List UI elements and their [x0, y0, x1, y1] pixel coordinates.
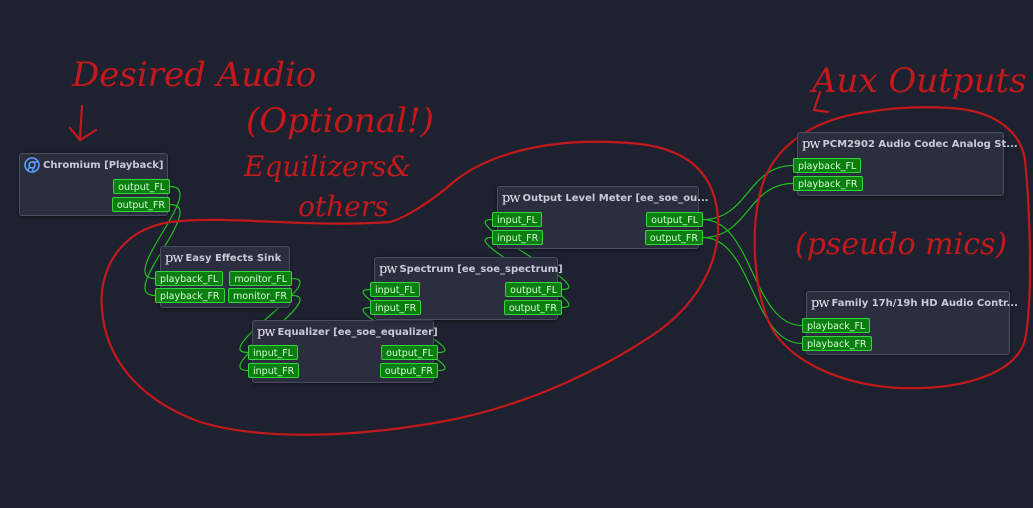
node-spectrum[interactable]: pw Spectrum [ee_soe_spectrum] input_FL i…	[370, 257, 563, 320]
annotation-others: others	[298, 190, 389, 223]
annotation-aux-outputs: Aux Outputs	[812, 61, 1027, 101]
node-title-easy-effects: Easy Effects Sink	[185, 252, 282, 264]
port-chromium-output-fr[interactable]: output_FR	[111, 197, 170, 212]
port-level-meter-output-fl[interactable]: output_FL	[646, 212, 703, 227]
port-spectrum-input-fl[interactable]: input_FL	[370, 282, 420, 297]
link-6	[484, 218, 570, 291]
pipewire-icon: pw	[257, 324, 275, 340]
node-title-spectrum: Spectrum [ee_soe_spectrum]	[399, 263, 563, 275]
pipewire-icon: pw	[502, 190, 520, 206]
node-title-chromium: Chromium [Playback]	[43, 159, 164, 171]
port-spectrum-output-fr[interactable]: output_FR	[503, 300, 562, 315]
annotation-desired-audio: Desired Audio	[72, 55, 317, 95]
node-output-level-meter[interactable]: pw Output Level Meter [ee_soe_ou... inpu…	[492, 186, 709, 249]
annotation-optional: (Optional!)	[246, 101, 434, 141]
node-family-hd-audio[interactable]: pw Family 17h/19h HD Audio Contr... play…	[802, 291, 1018, 355]
link-9	[702, 182, 794, 239]
port-equalizer-output-fl[interactable]: output_FL	[381, 345, 438, 360]
port-easy-effects-playback-fl[interactable]: playback_FL	[155, 271, 224, 286]
link-8	[702, 164, 794, 221]
pipewire-icon: pw	[165, 250, 183, 266]
node-equalizer[interactable]: pw Equalizer [ee_soe_equalizer] input_FL…	[248, 320, 438, 383]
pipewire-icon: pw	[802, 136, 820, 152]
pipewire-icon: pw	[811, 295, 829, 311]
annotation-arrow-desired	[68, 104, 98, 142]
link-2	[239, 277, 301, 354]
port-pcm2902-playback-fl[interactable]: playback_FL	[793, 158, 862, 173]
port-family-hd-playback-fr[interactable]: playback_FR	[802, 336, 872, 351]
port-easy-effects-monitor-fr[interactable]: monitor_FR	[228, 288, 292, 303]
port-level-meter-output-fr[interactable]: output_FR	[644, 230, 703, 245]
pipewire-icon: pw	[379, 261, 397, 277]
port-pcm2902-playback-fr[interactable]: playback_FR	[793, 176, 863, 191]
port-level-meter-input-fl[interactable]: input_FL	[492, 212, 542, 227]
annotation-arrow-aux	[812, 90, 830, 114]
node-title-pcm2902: PCM2902 Audio Codec Analog St...	[822, 138, 1018, 150]
node-easy-effects-sink[interactable]: pw Easy Effects Sink playback_FL playbac…	[155, 246, 292, 308]
port-spectrum-input-fr[interactable]: input_FR	[370, 300, 422, 315]
node-chromium[interactable]: Chromium [Playback] output_FL output_FR	[19, 153, 170, 216]
annotation-enclosure-effects	[100, 140, 720, 436]
node-pcm2902[interactable]: pw PCM2902 Audio Codec Analog St... play…	[793, 132, 1018, 196]
annotation-pseudo-mics: (pseudo mics)	[795, 227, 1008, 262]
port-equalizer-output-fr[interactable]: output_FR	[379, 363, 438, 378]
port-level-meter-input-fr[interactable]: input_FR	[492, 230, 544, 245]
port-equalizer-input-fl[interactable]: input_FL	[248, 345, 298, 360]
node-title-level-meter: Output Level Meter [ee_soe_ou...	[522, 192, 709, 204]
port-easy-effects-monitor-fl[interactable]: monitor_FL	[229, 271, 292, 286]
port-spectrum-output-fl[interactable]: output_FL	[505, 282, 562, 297]
link-11	[702, 236, 803, 345]
node-title-family-hd: Family 17h/19h HD Audio Contr...	[831, 297, 1018, 309]
port-easy-effects-playback-fr[interactable]: playback_FR	[155, 288, 225, 303]
hand-drawn-annotations	[68, 90, 1032, 436]
chromium-icon	[24, 157, 40, 173]
node-title-equalizer: Equalizer [ee_soe_equalizer]	[277, 326, 438, 338]
port-equalizer-input-fr[interactable]: input_FR	[248, 363, 300, 378]
link-0	[144, 185, 181, 280]
annotation-enclosure-outputs	[753, 106, 1032, 390]
annotation-equalizers: Equilizers&	[244, 150, 412, 183]
port-family-hd-playback-fl[interactable]: playback_FL	[802, 318, 871, 333]
port-chromium-output-fl[interactable]: output_FL	[113, 179, 170, 194]
